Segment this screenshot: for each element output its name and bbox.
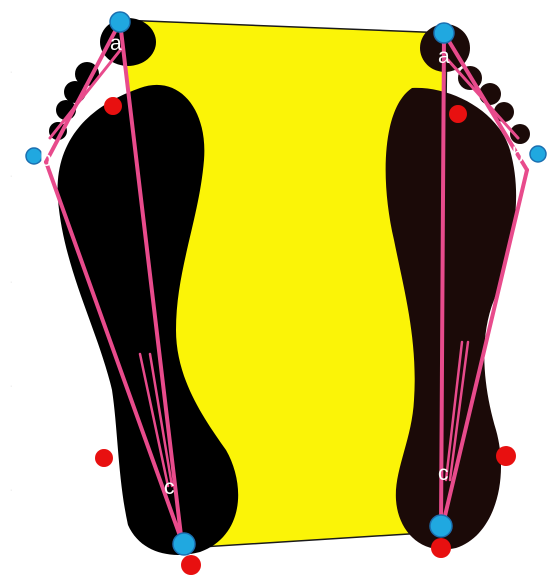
svg-text:·: ·	[10, 383, 12, 390]
right-foot	[386, 24, 530, 549]
blue-marker-right-b	[530, 146, 546, 162]
label-left-c: c	[164, 476, 175, 499]
blue-marker-right-a	[434, 23, 454, 43]
label-right-b: b	[512, 144, 524, 167]
red-marker-left-heel	[181, 555, 201, 575]
red-marker-right-toe	[449, 105, 467, 123]
label-left-b: b	[40, 148, 52, 171]
faint-ticks: · · · · ·	[10, 69, 12, 494]
label-right-c: c	[438, 462, 449, 485]
red-marker-right-heel	[431, 538, 451, 558]
svg-text:·: ·	[10, 487, 12, 494]
red-marker-left-toe	[104, 97, 122, 115]
svg-text:·: ·	[10, 69, 12, 76]
blue-marker-left-a	[110, 12, 130, 32]
label-left-a: a	[110, 32, 122, 55]
blue-marker-left-c	[173, 533, 195, 555]
red-marker-right-heel-side	[496, 446, 516, 466]
svg-text:·: ·	[10, 173, 12, 180]
svg-text:·: ·	[10, 279, 12, 286]
label-right-a: a	[438, 45, 450, 68]
blue-marker-right-c	[430, 515, 452, 537]
red-marker-left-heel-side	[95, 449, 113, 467]
